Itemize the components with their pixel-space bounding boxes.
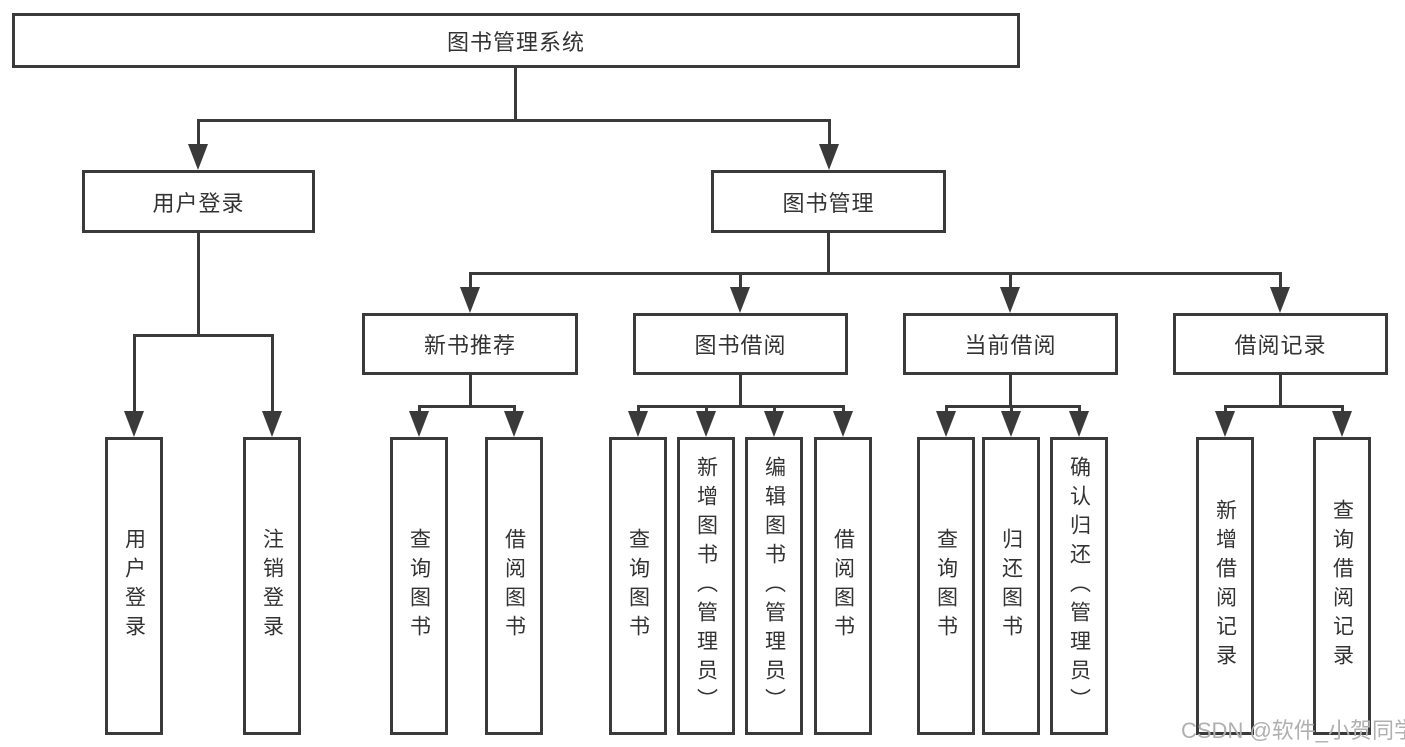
leaf-borrow-books-borrowing: 借阅图书 [814, 437, 872, 735]
node-borrowing-records: 借阅记录 [1173, 313, 1388, 375]
node-label: 图书借阅 [694, 333, 787, 358]
leaf-query-books-borrowing: 查询图书 [609, 437, 667, 735]
node-user-login: 用户登录 [82, 170, 315, 233]
arrowhead-down-icon [936, 411, 956, 437]
node-label: 当前借阅 [964, 333, 1057, 358]
arrowhead-down-icon [1332, 411, 1352, 437]
connector-line [469, 272, 472, 293]
arrowhead-down-icon [188, 144, 208, 170]
arrowhead-down-icon [504, 411, 524, 437]
arrowhead-down-icon [819, 144, 839, 170]
node-label: 用户登录 [122, 528, 146, 644]
csdn-watermark: CSDN @软件_小贺同学 [1181, 718, 1405, 743]
node-library-management-system: 图书管理系统 [12, 13, 1020, 68]
leaf-borrow-books-recommend: 借阅图书 [485, 437, 543, 735]
leaf-return-books: 归还图书 [982, 437, 1040, 735]
connector-line [1009, 375, 1012, 408]
connector-line [739, 375, 742, 408]
arrowhead-down-icon [1069, 411, 1089, 437]
node-label: 新增图书（管理员） [694, 455, 718, 717]
node-label: 查询图书 [934, 528, 958, 644]
arrowhead-down-icon [124, 411, 144, 437]
node-label: 新增借阅记录 [1213, 499, 1237, 673]
arrowhead-down-icon [696, 411, 716, 437]
connector-line [514, 68, 517, 120]
node-label: 归还图书 [999, 528, 1023, 644]
connector-line [469, 375, 472, 408]
leaf-query-books-current: 查询图书 [917, 437, 975, 735]
leaf-query-books-recommend: 查询图书 [390, 437, 448, 735]
node-current-borrowing: 当前借阅 [903, 313, 1118, 375]
arrowhead-down-icon [628, 411, 648, 437]
arrowhead-down-icon [1001, 411, 1021, 437]
connector-line [1279, 272, 1282, 293]
node-book-borrowing: 图书借阅 [633, 313, 848, 375]
node-label: 查询借阅记录 [1330, 499, 1354, 673]
connector-line [469, 272, 1282, 275]
connector-line [827, 233, 830, 275]
connector-line [418, 405, 516, 408]
node-label: 借阅记录 [1234, 333, 1327, 358]
leaf-edit-books-admin: 编辑图书（管理员） [745, 437, 803, 735]
connector-line [271, 334, 274, 417]
node-label: 注销登录 [260, 528, 284, 644]
leaf-logout: 注销登录 [243, 437, 301, 735]
leaf-confirm-return-admin: 确认归还（管理员） [1050, 437, 1108, 735]
arrowhead-down-icon [460, 287, 480, 313]
arrowhead-down-icon [1000, 287, 1020, 313]
arrowhead-down-icon [833, 411, 853, 437]
node-label: 借阅图书 [831, 528, 855, 644]
arrowhead-down-icon [1215, 411, 1235, 437]
arrowhead-down-icon [409, 411, 429, 437]
node-label: 借阅图书 [502, 528, 526, 644]
arrowhead-down-icon [730, 287, 750, 313]
node-label: 查询图书 [407, 528, 431, 644]
node-label: 用户登录 [152, 190, 245, 216]
node-new-book-recommend: 新书推荐 [362, 313, 578, 375]
connector-line [1009, 272, 1012, 293]
connector-line [197, 233, 200, 337]
connector-line [133, 334, 274, 337]
arrowhead-down-icon [764, 411, 784, 437]
arrowhead-down-icon [262, 411, 282, 437]
node-label: 图书管理系统 [446, 29, 585, 55]
leaf-add-borrow-record: 新增借阅记录 [1196, 437, 1254, 735]
leaf-add-books-admin: 新增图书（管理员） [677, 437, 735, 735]
node-label: 确认归还（管理员） [1067, 455, 1091, 717]
arrowhead-down-icon [1270, 287, 1290, 313]
node-label: 查询图书 [626, 528, 650, 644]
node-book-management: 图书管理 [711, 170, 946, 233]
connector-line [1279, 375, 1282, 408]
connector-line [133, 334, 136, 417]
connector-line [739, 272, 742, 293]
node-label: 编辑图书（管理员） [762, 455, 786, 717]
connector-line [637, 405, 844, 408]
connector-line [197, 119, 830, 122]
node-label: 新书推荐 [423, 333, 516, 358]
connector-line [197, 119, 200, 150]
node-label: 图书管理 [782, 190, 875, 216]
leaf-query-borrow-record: 查询借阅记录 [1313, 437, 1371, 735]
connector-line [1224, 405, 1343, 408]
leaf-user-login: 用户登录 [105, 437, 163, 735]
connector-line [828, 119, 831, 150]
